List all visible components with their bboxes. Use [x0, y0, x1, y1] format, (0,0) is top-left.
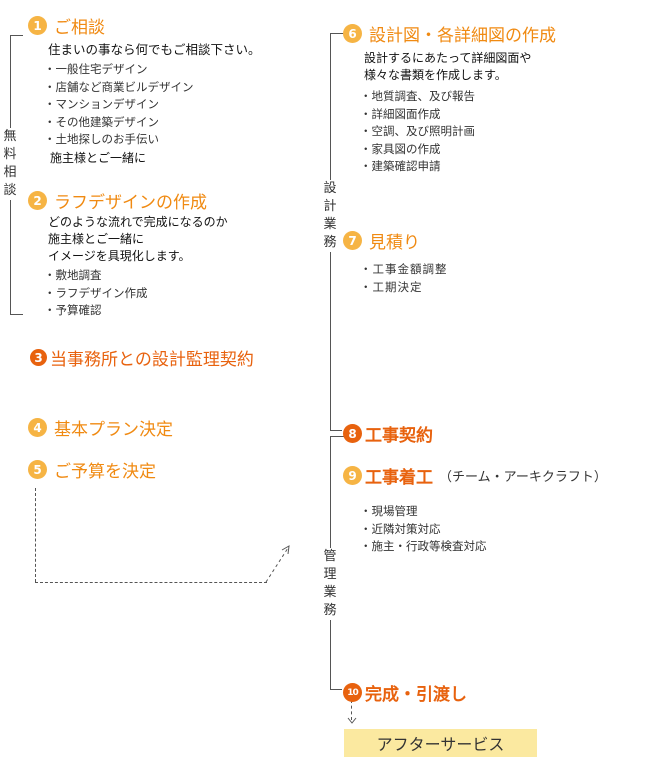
step2-list: 敷地調査 ラフデザイン作成 予算確認: [44, 267, 148, 320]
step2-description: どのような流れで完成になるのか 施主様とご一緒に イメージを具現化します。: [48, 215, 228, 263]
step-6: 6 設計図・各詳細図の作成: [343, 21, 556, 46]
step-number-badge: 10: [343, 683, 362, 702]
step-number-badge: 1: [28, 16, 47, 35]
step-title: 基本プラン決定: [54, 420, 173, 440]
step-2: 2 ラフデザインの作成: [28, 188, 207, 213]
step-number-badge: 4: [28, 418, 47, 437]
step-title: 工事着工: [365, 468, 433, 488]
list-item: 施主・行政等検査対応: [360, 538, 487, 556]
step1-description: 住まいの事なら何でもご相談下さい。: [48, 42, 261, 57]
step-1: 1 ご相談: [28, 13, 105, 38]
step-title: ご予算を決定: [54, 462, 156, 482]
dashed-connector-horizontal: [35, 582, 267, 583]
step-8: 8 工事契約: [343, 421, 433, 446]
design-work-label: 設計業務: [322, 180, 338, 252]
step1-list: 一般住宅デザイン 店舗など商業ビルデザイン マンションデザイン その他建築デザイ…: [44, 61, 194, 149]
step-4: 4 基本プラン決定: [28, 415, 173, 440]
free-bracket-bottom: [10, 314, 23, 315]
step-number-badge: 3: [30, 349, 47, 366]
step-subtitle: （チーム・アーキクラフト）: [439, 470, 607, 485]
step-title: 見積り: [369, 233, 420, 253]
step-number-badge: 8: [343, 424, 362, 443]
list-item: 現場管理: [360, 503, 487, 521]
step-title: ラフデザインの作成: [54, 193, 207, 213]
after-service-box: アフターサービス: [344, 729, 537, 757]
free-bracket-top: [10, 35, 23, 36]
list-item: 詳細図面作成: [360, 106, 475, 124]
list-item: 地質調査、及び報告: [360, 88, 476, 106]
step-title: 当事務所との設計監理契約: [50, 350, 254, 370]
list-item: ラフデザイン作成: [44, 285, 148, 303]
step6-description: 設計するにあたって詳細図面や 様々な書類を作成します。: [364, 51, 532, 82]
step-number-badge: 5: [28, 460, 47, 479]
dashed-connector-vertical: [35, 488, 36, 582]
list-item: 建築確認申請: [360, 158, 475, 176]
step-title: 設計図・各詳細図の作成: [369, 26, 556, 46]
step-10: 10 完成・引渡し: [343, 680, 467, 705]
step-title: 完成・引渡し: [365, 685, 467, 705]
list-item: マンションデザイン: [44, 96, 194, 114]
step-number-badge: 9: [343, 466, 362, 485]
step1-note: 施主様とご一緒に: [50, 151, 147, 165]
management-bracket-bottom: [330, 689, 342, 690]
down-arrow-icon: [347, 717, 357, 724]
list-item: 家具図の作成: [360, 141, 475, 159]
step-number-badge: 7: [343, 231, 362, 250]
list-item: 工事金額調整: [360, 261, 448, 279]
list-item: 工期決定: [360, 279, 448, 297]
management-work-label: 管理業務: [322, 548, 338, 620]
step-7: 7 見積り: [343, 228, 420, 253]
step7-list: 工事金額調整 工期決定: [360, 261, 448, 296]
step6-list: 地質調査、及び報告 詳細図面作成 空調、及び照明計画 家具図の作成 建築確認申請: [360, 88, 476, 176]
free-consultation-label: 無料相談: [2, 128, 18, 200]
step-title: ご相談: [54, 18, 105, 38]
list-item: 空調、及び照明計画: [360, 123, 476, 141]
list-item: 土地探しのお手伝い: [44, 131, 194, 149]
management-bracket-top: [330, 436, 344, 437]
list-item: 近隣対策対応: [360, 521, 487, 539]
list-item: 一般住宅デザイン: [44, 61, 194, 79]
after-service-dashed-line: [351, 700, 352, 720]
list-item: その他建築デザイン: [44, 114, 194, 132]
dashed-connector-arrow: [265, 545, 290, 583]
step9-list: 現場管理 近隣対策対応 施主・行政等検査対応: [360, 503, 487, 556]
step-3: 3 当事務所との設計監理契約: [30, 345, 254, 370]
list-item: 敷地調査: [44, 267, 148, 285]
step8-connector: [330, 430, 342, 431]
step-title: 工事契約: [365, 426, 433, 446]
step-5: 5 ご予算を決定: [28, 457, 156, 482]
step-number-badge: 2: [28, 191, 47, 210]
list-item: 店舗など商業ビルデザイン: [44, 79, 194, 97]
step-number-badge: 6: [343, 24, 362, 43]
list-item: 予算確認: [44, 302, 148, 320]
step-9: 9 工事着工 （チーム・アーキクラフト）: [343, 463, 607, 488]
design-bracket-top: [330, 33, 344, 34]
